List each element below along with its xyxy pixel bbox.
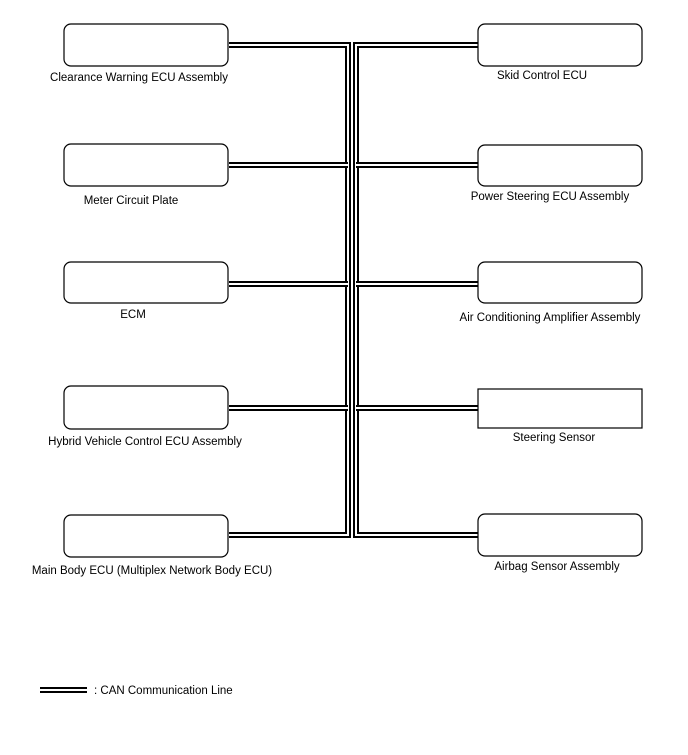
- can-line-left-trunk: [229, 42, 351, 538]
- node-label-clearance-warning-ecu: Clearance Warning ECU Assembly: [50, 72, 228, 84]
- can-line-right-trunk: [353, 42, 478, 538]
- node-box-meter-circuit-plate: [63, 143, 229, 187]
- node-label-hybrid-vehicle-control-ecu: Hybrid Vehicle Control ECU Assembly: [48, 436, 242, 448]
- node-label-ecm: ECM: [120, 309, 146, 321]
- legend: : CAN Communication Line: [40, 685, 233, 697]
- legend-can-line-label: : CAN Communication Line: [94, 685, 233, 697]
- node-box-clearance-warning-ecu: [63, 23, 229, 67]
- node-box-ecm: [63, 261, 229, 304]
- can-bus-lines: [229, 42, 478, 538]
- node-label-airbag-sensor: Airbag Sensor Assembly: [494, 561, 620, 573]
- node-label-skid-control-ecu: Skid Control ECU: [497, 70, 587, 82]
- node-box-steering-sensor: [477, 388, 643, 429]
- node-box-hybrid-vehicle-control-ecu: [63, 385, 229, 430]
- node-label-power-steering-ecu: Power Steering ECU Assembly: [471, 191, 630, 203]
- node-label-air-conditioning-amplifier: Air Conditioning Amplifier Assembly: [460, 312, 641, 324]
- node-box-power-steering-ecu: [477, 144, 643, 187]
- can-line-left-trunk-core: [229, 44, 349, 536]
- node-box-air-conditioning-amplifier: [477, 261, 643, 304]
- node-label-meter-circuit-plate: Meter Circuit Plate: [84, 195, 179, 207]
- node-box-main-body-ecu: [63, 514, 229, 558]
- can-line-right-trunk-core: [355, 44, 478, 536]
- node-box-skid-control-ecu: [477, 23, 643, 67]
- node-box-airbag-sensor: [477, 513, 643, 557]
- node-label-main-body-ecu: Main Body ECU (Multiplex Network Body EC…: [32, 565, 272, 577]
- node-label-steering-sensor: Steering Sensor: [513, 432, 596, 444]
